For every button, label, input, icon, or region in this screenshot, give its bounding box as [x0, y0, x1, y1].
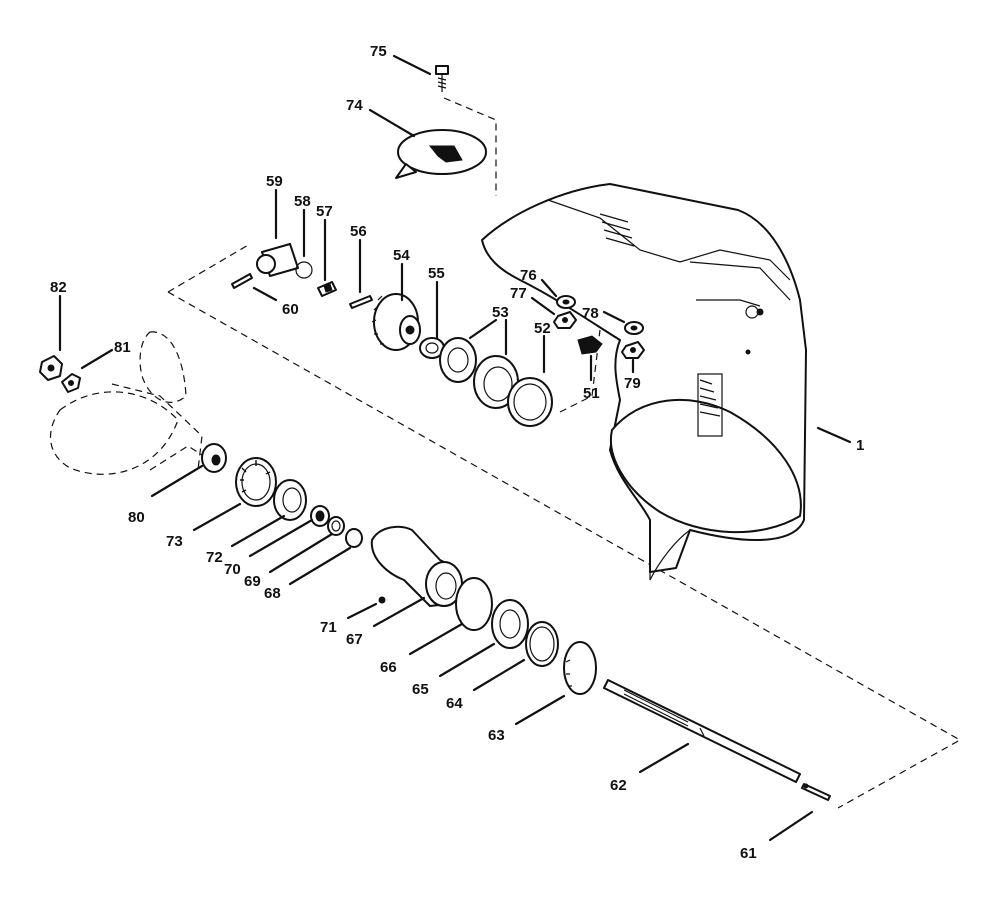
callout-77: 77 [510, 285, 527, 302]
callout-72: 72 [206, 549, 223, 566]
bolt-75 [435, 65, 449, 92]
shim-52 [507, 377, 553, 427]
seal-70 [310, 505, 330, 527]
callout-70: 70 [224, 561, 241, 578]
propeller-shaft-62 [603, 679, 801, 783]
tab-washer-81 [61, 373, 81, 393]
callout-76: 76 [520, 267, 537, 284]
bearing-65 [491, 599, 529, 649]
nut-77 [553, 311, 577, 329]
forward-gear-54 [371, 293, 421, 351]
callout-64: 64 [446, 695, 463, 712]
tab-washer-72 [273, 479, 307, 521]
callout-labels: 1 51 52 53 54 55 56 57 58 59 60 61 62 63… [50, 43, 864, 862]
leader-lines [58, 54, 852, 842]
o-ring-66 [455, 577, 493, 631]
gearcase-housing [481, 183, 807, 581]
callout-75: 75 [370, 43, 387, 60]
callout-63: 63 [488, 727, 505, 744]
assembly-outline [167, 97, 962, 809]
shim-64 [525, 621, 559, 667]
callout-74: 74 [346, 97, 363, 114]
reverse-gear-63 [563, 641, 597, 695]
washer-78 [624, 321, 644, 335]
callout-69: 69 [244, 573, 261, 590]
nut-79 [621, 341, 645, 359]
callout-80: 80 [128, 509, 145, 526]
trim-tab-anode-74 [395, 129, 487, 179]
washer-76 [556, 295, 576, 309]
prop-nut-82 [39, 355, 63, 381]
bearing-carrier-67 [370, 525, 463, 607]
callout-68: 68 [264, 585, 281, 602]
callout-62: 62 [610, 777, 627, 794]
callout-51: 51 [583, 385, 600, 402]
callout-57: 57 [316, 203, 333, 220]
callout-60: 60 [282, 301, 299, 318]
callout-53: 53 [492, 304, 509, 321]
shift-clutch-59 [256, 243, 313, 279]
callout-71: 71 [320, 619, 337, 636]
callout-65: 65 [412, 681, 429, 698]
tapered-bearing-53 [439, 337, 519, 409]
shaft-56 [349, 295, 373, 309]
callout-59: 59 [266, 173, 283, 190]
bearing-68 [345, 528, 363, 548]
callout-82: 82 [50, 279, 67, 296]
callout-79: 79 [624, 375, 641, 392]
callout-61: 61 [740, 845, 757, 862]
callout-1: 1 [856, 437, 864, 454]
callout-52: 52 [534, 320, 551, 337]
callout-73: 73 [166, 533, 183, 550]
callout-78: 78 [582, 305, 599, 322]
callout-67: 67 [346, 631, 363, 648]
callout-58: 58 [294, 193, 311, 210]
cam-follower-61 [801, 783, 831, 801]
retainer-73 [235, 457, 277, 507]
anode-51 [577, 335, 603, 355]
callout-56: 56 [350, 223, 367, 240]
callout-54: 54 [393, 247, 410, 264]
callout-81: 81 [114, 339, 131, 356]
seal-69 [327, 516, 345, 536]
thrust-hub-80 [201, 443, 227, 473]
callout-66: 66 [380, 659, 397, 676]
cross-pin-60 [231, 273, 253, 289]
callout-55: 55 [428, 265, 445, 282]
spring-57 [317, 281, 337, 297]
